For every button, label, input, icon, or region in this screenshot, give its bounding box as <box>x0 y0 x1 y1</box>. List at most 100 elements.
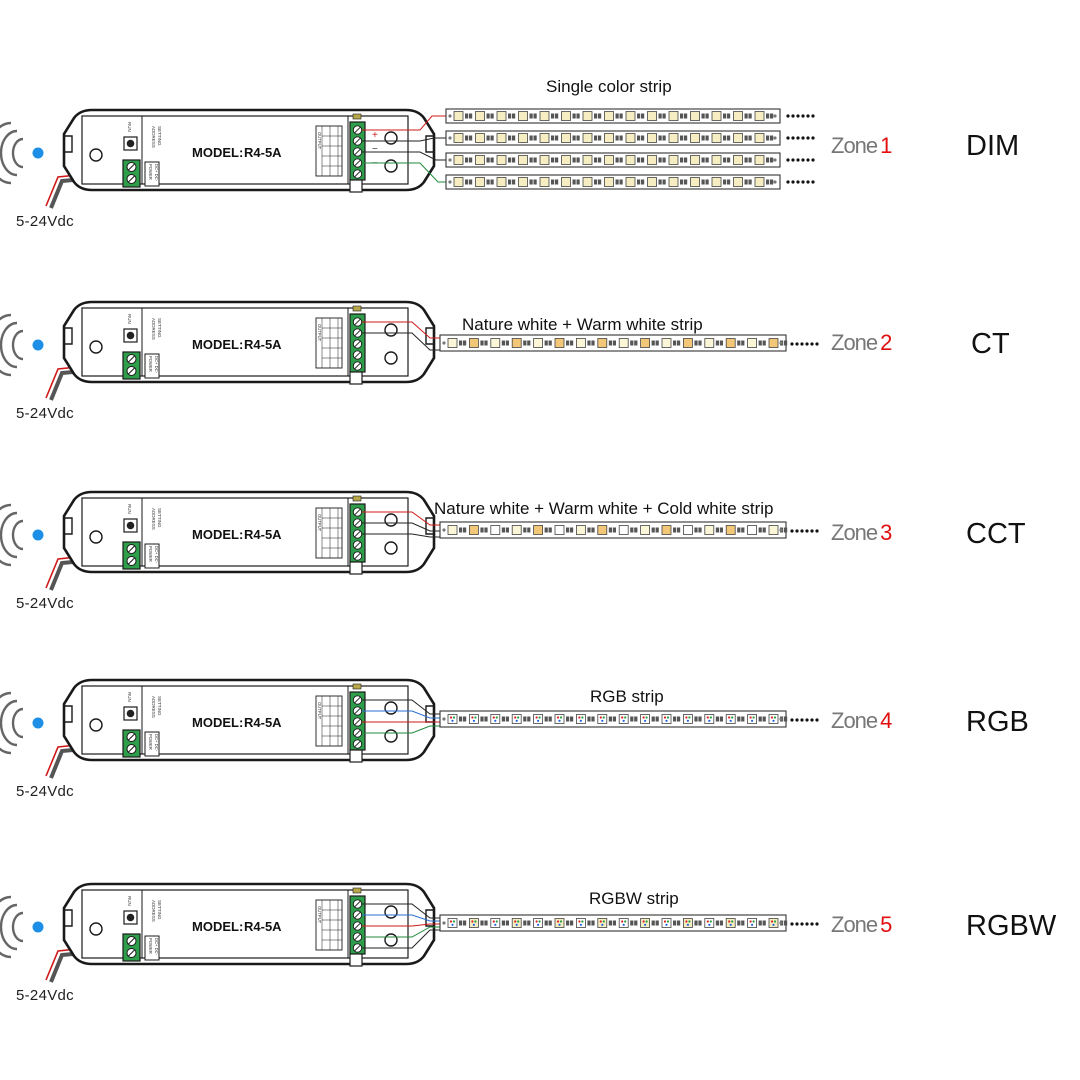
led-resistor <box>758 527 762 533</box>
led-chip <box>683 918 693 928</box>
output-indicator <box>352 305 362 312</box>
power-label-box <box>144 543 160 569</box>
led-resistor <box>555 113 559 119</box>
led-green-dot <box>645 716 648 719</box>
led-resistor <box>533 179 537 185</box>
led-resistor <box>744 113 748 119</box>
led-chip <box>640 918 650 928</box>
mount-notch-left <box>64 705 73 723</box>
run-label: RUN <box>127 692 132 702</box>
led-red-dot <box>599 920 602 923</box>
led-blue-dot <box>708 923 711 926</box>
led-chip <box>733 111 743 121</box>
output-terminal <box>349 121 366 181</box>
led-resistor <box>741 920 745 926</box>
led-resistor <box>501 920 505 926</box>
run-label: RUN <box>127 122 132 132</box>
led-blue-dot <box>451 923 454 926</box>
led-strip <box>445 174 781 190</box>
led-resistor <box>512 157 516 163</box>
led-chip <box>754 133 765 143</box>
led-chip <box>511 338 522 348</box>
led-resistor <box>576 179 580 185</box>
led-resistor <box>634 340 638 346</box>
mount-notch-left <box>64 135 73 153</box>
led-green-dot <box>752 920 755 923</box>
led-resistor <box>770 157 774 163</box>
led-resistor <box>501 527 505 533</box>
led-resistor <box>486 135 490 141</box>
led-green-dot <box>624 716 627 719</box>
led-resistor <box>637 113 641 119</box>
led-chip <box>453 133 464 143</box>
led-green-dot <box>495 716 498 719</box>
wireless-remote-icon <box>0 503 44 567</box>
power-label-box <box>144 935 160 961</box>
led-resistor <box>744 135 748 141</box>
led-chip <box>490 338 501 348</box>
continuation-dots-icon <box>790 342 819 346</box>
mode-switch <box>349 371 363 385</box>
power-input-label: 5-24Vdc <box>16 783 74 800</box>
strip-label-4: RGB strip <box>590 687 664 706</box>
run-label: RUN <box>127 896 132 906</box>
led-resistor <box>715 340 719 346</box>
led-resistor <box>548 340 552 346</box>
mount-notch-right <box>425 327 434 345</box>
led-resistor <box>544 716 548 722</box>
power-terminal <box>122 159 141 188</box>
led-green-dot <box>709 920 712 923</box>
zone-number: 2 <box>880 330 892 355</box>
led-resistor <box>680 113 684 119</box>
led-resistor <box>598 157 602 163</box>
led-red-dot <box>449 920 453 923</box>
led-red-dot <box>449 716 453 719</box>
led-resistor <box>555 135 559 141</box>
strip-label-3: Nature white + Warm white + Cold white s… <box>434 499 774 518</box>
led-chip <box>604 111 614 121</box>
led-blue-dot <box>558 923 561 926</box>
led-chip <box>533 714 543 724</box>
led-resistor <box>719 340 723 346</box>
mount-hole-bottom <box>384 541 398 555</box>
led-resistor <box>459 527 463 533</box>
led-resistor <box>505 716 509 722</box>
led-resistor <box>480 716 484 722</box>
led-resistor <box>637 157 641 163</box>
strip-pad <box>773 180 777 184</box>
led-chip <box>561 133 571 143</box>
led-chip <box>690 177 700 187</box>
led-resistor <box>615 113 619 119</box>
led-green-dot <box>752 716 755 719</box>
led-resistor <box>591 920 595 926</box>
mount-notch-right <box>425 517 434 535</box>
led-chip <box>725 338 736 348</box>
power-terminal <box>122 351 141 380</box>
strip-pad <box>773 136 777 140</box>
led-resistor <box>705 113 709 119</box>
strip-pad <box>442 528 446 532</box>
led-chip <box>475 111 485 121</box>
led-chip <box>576 714 586 724</box>
led-resistor <box>572 113 576 119</box>
output-wire-4 <box>362 725 444 734</box>
led-chip <box>733 177 743 187</box>
led-resistor <box>490 113 494 119</box>
run-button <box>123 136 138 151</box>
led-chip <box>490 525 501 535</box>
led-resistor <box>758 340 762 346</box>
strip-pad <box>442 921 446 925</box>
led-chip <box>668 155 679 165</box>
led-chip <box>618 714 629 724</box>
led-resistor <box>630 340 634 346</box>
strip-pad <box>442 717 446 721</box>
led-resistor <box>465 157 469 163</box>
led-chip <box>704 338 715 348</box>
output-wire-1 <box>362 511 444 526</box>
led-chip <box>490 918 501 928</box>
led-chip <box>511 714 522 724</box>
led-chip <box>711 155 722 165</box>
